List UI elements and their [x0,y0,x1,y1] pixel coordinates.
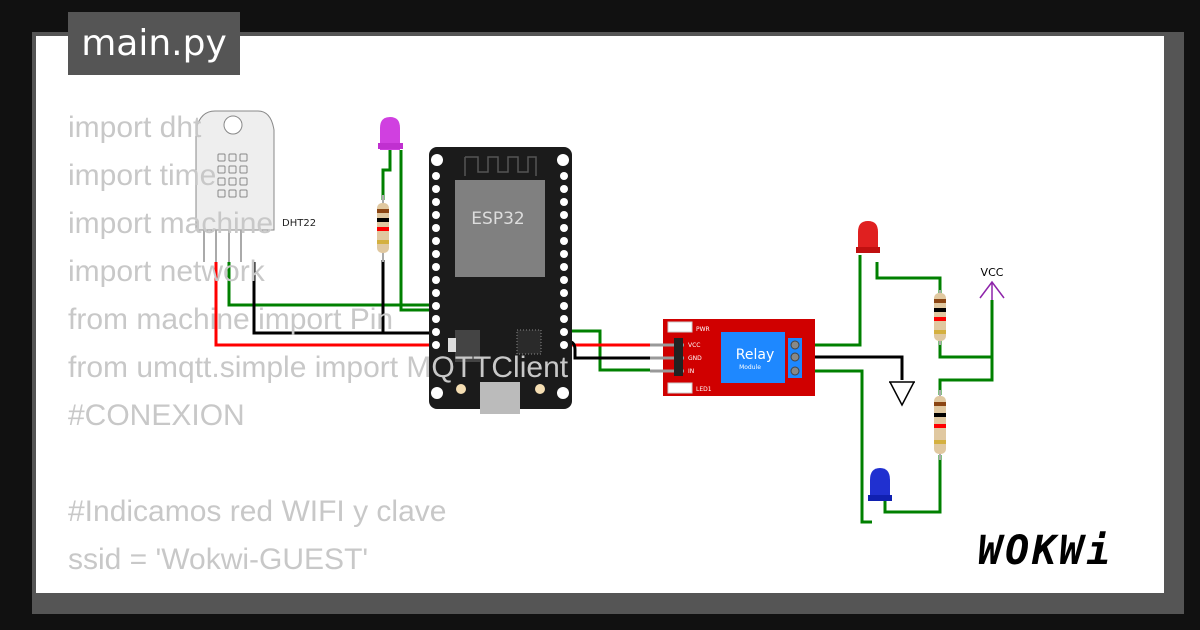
resistor[interactable] [377,195,389,262]
code-line: from umqtt.simple import MQTTClient [68,351,569,384]
wire-red-led [875,262,942,300]
wire-vcc-r1 [938,300,994,359]
code-line: import network [68,255,265,288]
wire-blue-led [883,455,942,514]
vcc-label: VCC [981,266,1004,279]
relay-sublabel: Module [739,364,761,371]
wire-led-resistor [381,150,392,200]
wokwi-logo: WOKWi [978,528,1114,574]
relay-pin-vcc: VCC [688,342,700,349]
relay-pin-in: IN [688,368,694,375]
dht22-sensor[interactable]: DHT22 [195,110,316,262]
code-line: import time [68,159,217,192]
relay-led-label: LED1 [696,386,712,393]
wire-relay-com-gnd [795,355,904,380]
wire-dht-gnd [252,262,436,335]
relay-module[interactable]: PWR LED1 VCC GND IN Relay Module [650,319,815,396]
relay-pin-gnd: GND [688,355,702,362]
code-line: #CONEXION [68,399,245,432]
esp32-label: ESP32 [471,209,524,229]
code-line: #Indicamos red WIFI y clave [68,495,447,528]
wire-d15-in [566,329,650,372]
ground-symbol [889,381,915,407]
wire-relay-nc [795,255,862,347]
code-line: import dht [68,111,202,144]
esp32-board[interactable]: ESP32 [429,147,572,414]
relay-pwr-label: PWR [696,326,710,333]
code-preview: import dht import time import machine impor… [68,104,568,584]
wires [214,150,994,524]
code-line [68,440,568,488]
wire-vcc-r2 [938,350,994,395]
resistor[interactable] [934,290,946,345]
resistor[interactable] [934,390,946,460]
code-line: from machine import Pin [68,303,394,336]
dht22-label: DHT22 [282,218,316,229]
led-blue[interactable] [868,468,892,501]
code-line: import machine [68,207,274,240]
wire-dht-data [227,262,436,307]
wire-vin [214,262,436,347]
file-tab: main.py [68,12,240,75]
code-line: ssid = 'Wokwi-GUEST' [68,543,369,576]
relay-label: Relay [736,347,774,363]
wire-relay-no [795,369,872,524]
led-red[interactable] [856,221,880,253]
wire-led-d12 [399,150,436,312]
led-purple[interactable] [378,117,403,150]
vcc-symbol: VCC [979,266,1005,300]
